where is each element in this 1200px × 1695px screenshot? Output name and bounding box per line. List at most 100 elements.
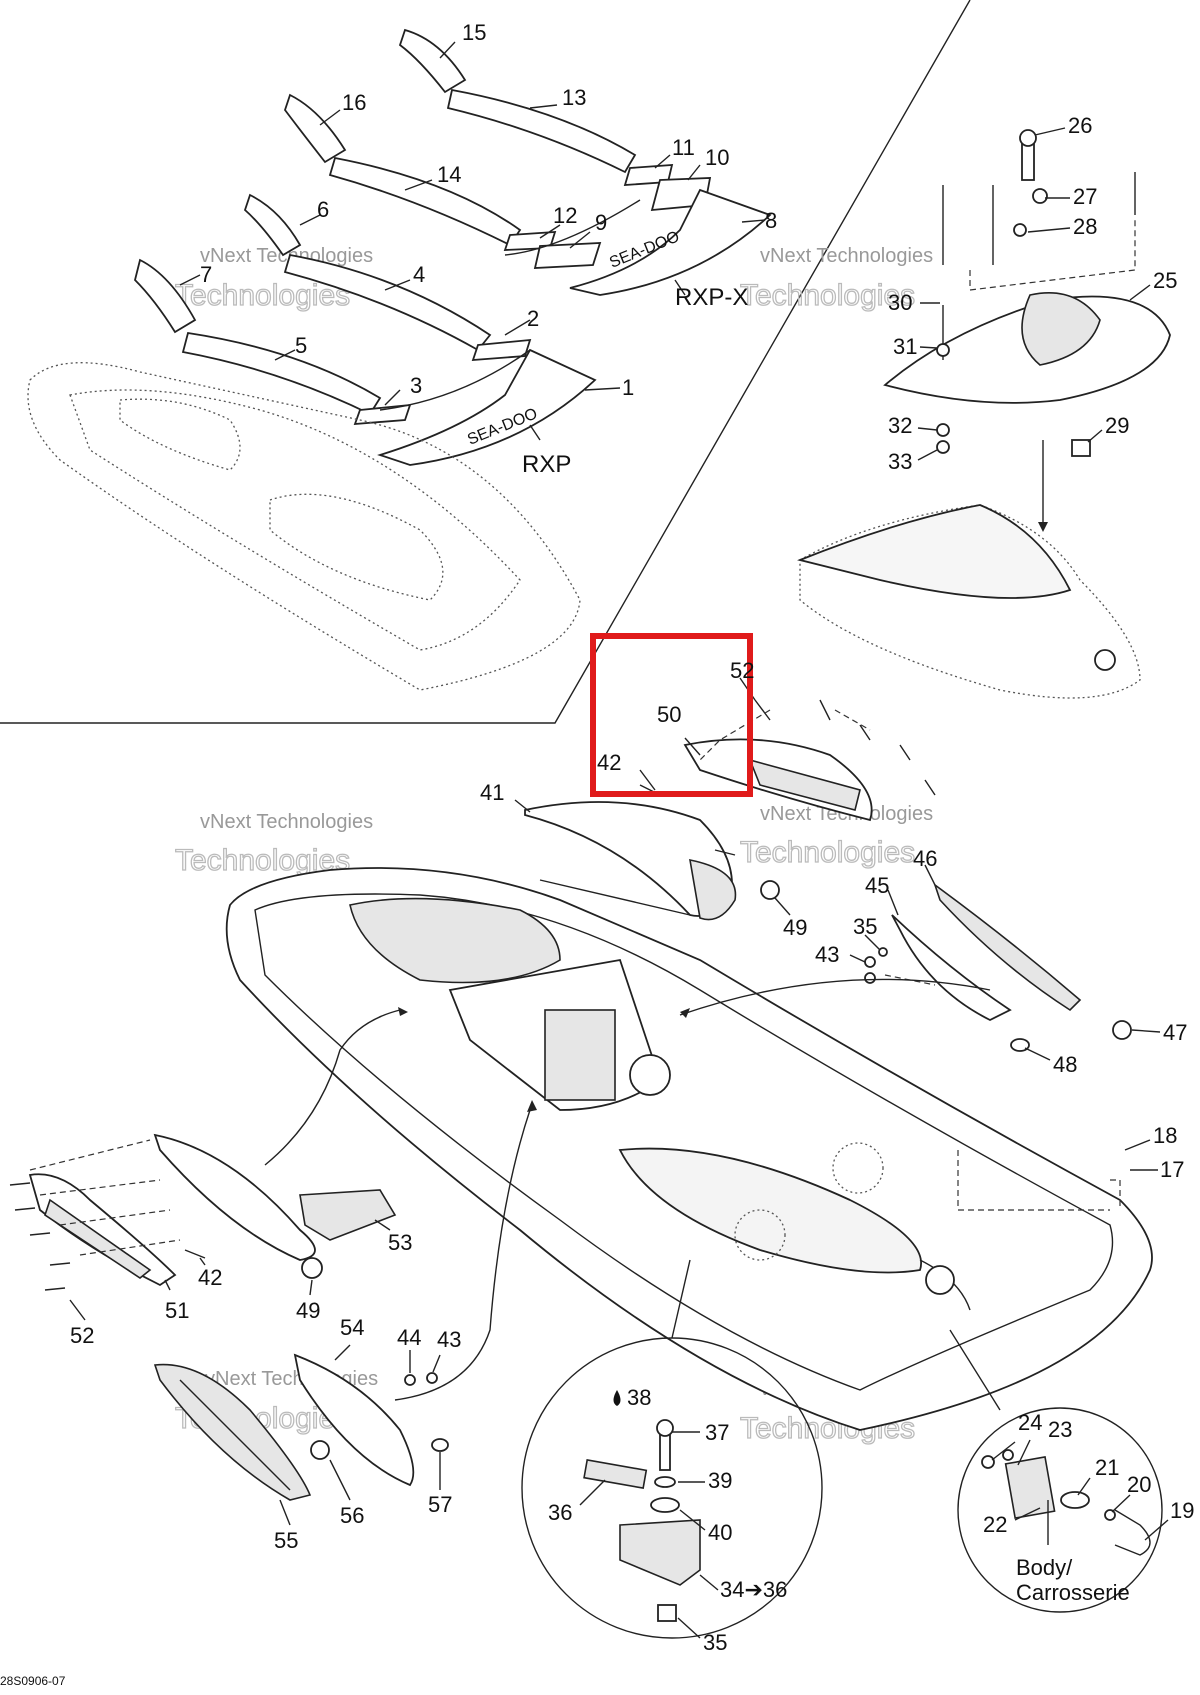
part-label-46: 46 (913, 846, 937, 871)
washer-39 (654, 1476, 676, 1488)
body-label-line1: Body/ (1016, 1555, 1073, 1580)
part-label-53: 53 (388, 1230, 412, 1255)
leader (539, 224, 561, 239)
part-label-49: 49 (296, 1298, 320, 1323)
detail-circle (832, 1142, 884, 1194)
part-label-38: 38 (627, 1385, 651, 1410)
rear-handle-assembly (797, 129, 1171, 699)
washer-31 (936, 343, 950, 357)
fastener-47 (1112, 1020, 1132, 1040)
leader-41 (514, 799, 531, 813)
leader (319, 109, 341, 126)
hull-rxp-console (119, 398, 241, 471)
part-label-35: 35 (703, 1630, 727, 1655)
pointer-curve (679, 978, 991, 1016)
pad-9 (533, 242, 602, 269)
part-label-30: 30 (888, 290, 912, 315)
pointer-curve (394, 1109, 531, 1401)
plate-23 (1004, 1456, 1056, 1519)
leader (539, 879, 691, 916)
screw-37-head (656, 1419, 674, 1437)
mat-14 (328, 156, 522, 247)
bracket-34 (619, 1519, 701, 1586)
rivet-42 (184, 1249, 206, 1259)
pad-2 (471, 338, 532, 362)
mat-5 (181, 331, 382, 416)
side-panels (524, 699, 1132, 1052)
part-label-31: 31 (893, 334, 917, 359)
mat-15 (398, 28, 467, 94)
assembly-line (957, 1150, 1110, 1211)
detail-circle-eyelet (949, 1329, 1163, 1613)
hull-rxp-inner (69, 389, 521, 651)
mat-16 (283, 93, 347, 164)
hull-console-plate (544, 1009, 616, 1101)
arrow-head (527, 1100, 537, 1112)
nut-29 (1071, 439, 1091, 457)
leader (1034, 127, 1066, 136)
watermark-text: Technologies (740, 279, 915, 312)
bolt-26-head (1019, 129, 1037, 147)
leader-lines (69, 41, 1169, 1639)
screw-43 (864, 972, 876, 984)
leader-52b (69, 1299, 86, 1321)
rivet (714, 849, 736, 856)
leader (741, 219, 766, 223)
part-label-34: 34➔36 (720, 1577, 787, 1602)
mat-outline (379, 349, 531, 411)
screw-43 (864, 956, 876, 968)
hull-front-deck (349, 897, 561, 984)
diagram-code: 28S0906-07 (0, 1674, 66, 1688)
leader-56 (329, 1459, 351, 1501)
panel-41-end (689, 858, 737, 921)
highlight-box (590, 633, 753, 797)
arrow-head (680, 1008, 690, 1018)
part-label-12: 12 (553, 203, 577, 228)
screw-52 (9, 1182, 31, 1186)
panel-45 (891, 914, 1012, 1022)
leader (529, 424, 541, 441)
screw (899, 744, 911, 761)
detail-circle (734, 1209, 786, 1261)
part-label-48: 48 (1053, 1052, 1077, 1077)
rear-hull (799, 504, 1141, 699)
mat-outline (504, 199, 641, 256)
leader (384, 389, 401, 406)
washer-24 (1002, 1449, 1014, 1461)
watermark-text: vNext Technologies (760, 245, 933, 267)
leader-40 (679, 1509, 706, 1531)
part-label-41: 41 (480, 780, 504, 805)
detail-leader (949, 1329, 1001, 1411)
leader-36 (579, 1479, 606, 1506)
leader-34 (699, 1574, 719, 1591)
screw (859, 724, 871, 741)
leader (1087, 429, 1103, 443)
model-label-rxp: RXP (522, 451, 571, 478)
part-label-11: 11 (672, 135, 695, 160)
detail-leader (671, 1259, 691, 1339)
part-label-37: 37 (705, 1420, 729, 1445)
part-label-36: 36 (548, 1500, 572, 1525)
part-label-54: 54 (340, 1315, 364, 1340)
leader (504, 319, 531, 336)
screw (924, 779, 936, 796)
arrow-head (398, 1007, 408, 1016)
leader-42 (639, 769, 656, 791)
assembly-line (969, 220, 1136, 291)
leader-55 (279, 1499, 291, 1526)
leader-43 (849, 954, 866, 963)
pointer-curve (264, 1009, 401, 1166)
part-label-5: 5 (295, 333, 307, 358)
part-label-6: 6 (317, 197, 329, 222)
panel-53-bracket (299, 1189, 397, 1241)
part-label-56: 56 (340, 1503, 364, 1528)
leader-45 (887, 889, 899, 916)
part-label-25: 25 (1153, 268, 1177, 293)
detail-circle-eyelet-outline (957, 1407, 1163, 1613)
leader-23 (1017, 1439, 1031, 1466)
leader (439, 41, 456, 59)
nut-27 (1032, 188, 1048, 204)
watermark-text: vNext Technologies (200, 245, 373, 267)
hull-rxp-outline (27, 362, 581, 691)
